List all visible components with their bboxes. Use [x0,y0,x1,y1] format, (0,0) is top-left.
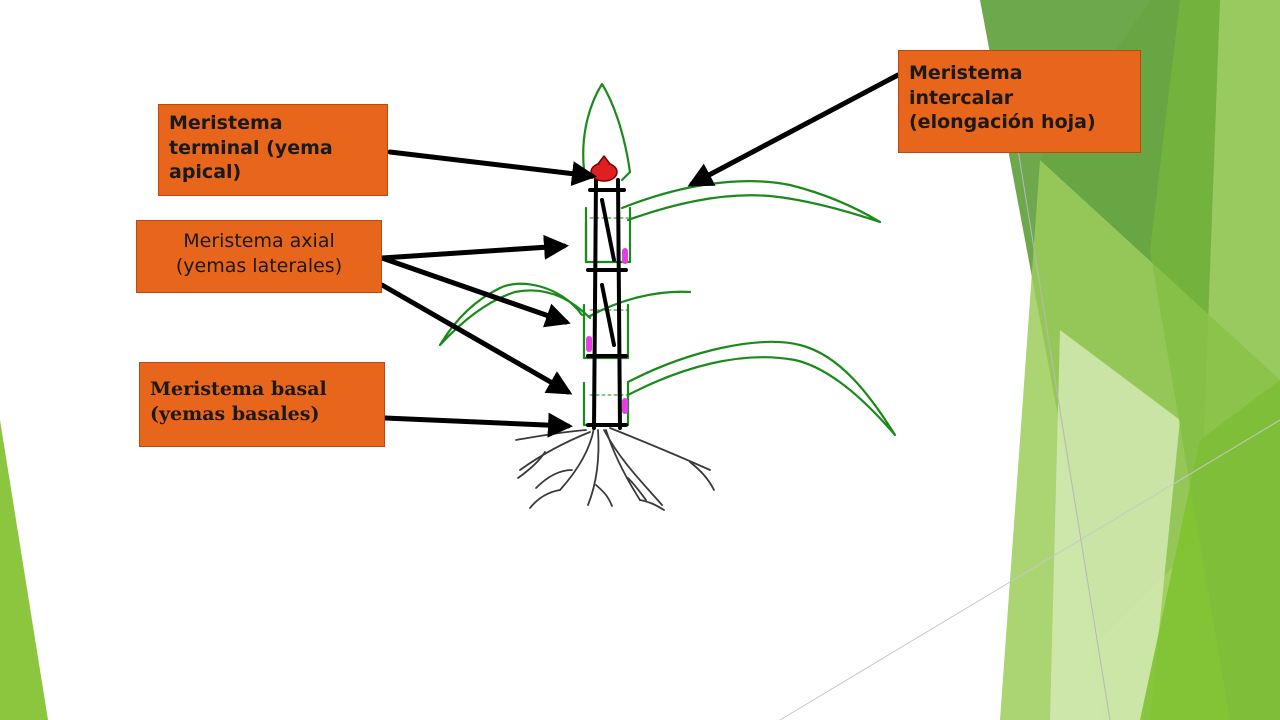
deco-line-2 [1009,99,1111,720]
bud-1 [622,248,628,264]
roots [515,427,715,511]
plant-illustration [438,82,897,511]
deco-shape-mid [1150,0,1280,720]
lateral-buds [586,248,628,414]
label-axial-line-2: (yemas laterales) [175,254,343,277]
apical-leaf [582,82,632,174]
apical-bud [590,155,618,182]
label-intercalar-line-2: intercalar [909,86,1014,109]
lower-leaf [626,340,897,437]
arrow-terminal [387,149,597,187]
label-terminal-line-3: apical) [169,161,242,184]
stem [586,178,628,430]
arrow-axial-1 [379,234,569,261]
arrow-axial-3 [379,282,573,395]
label-terminal-line-2: terminal (yema [169,136,333,159]
deco-line-1 [779,419,1280,720]
label-basal-line-2: (yemas basales) [150,402,320,425]
arrow-axial-2 [379,255,571,328]
bud-3 [622,398,628,414]
label-axial-line-1: Meristema axial [183,230,335,252]
deco-shape-left [0,420,48,720]
arrows [379,72,901,438]
middle-leaf [438,282,592,347]
label-intercalar-line-1: Meristema [909,62,1023,84]
label-terminal-line-1: Meristema [169,112,283,134]
label-meristema-terminal: Meristema terminal (yema apical) [158,104,388,196]
bud-2 [586,336,592,352]
label-meristema-intercalar: Meristema intercalar (elongación hoja) [898,50,1141,153]
label-meristema-axial: Meristema axial (yemas laterales) [136,220,382,293]
deco-shape-pale [1050,330,1180,720]
label-intercalar-line-3: (elongación hoja) [909,111,1096,134]
label-meristema-basal: Meristema basal (yemas basales) [139,362,385,447]
leaves [438,82,897,437]
upper-leaf [620,180,882,224]
arrow-intercalar [687,72,901,187]
label-basal-line-1: Meristema basal [150,378,327,400]
arrow-basal [382,412,573,438]
